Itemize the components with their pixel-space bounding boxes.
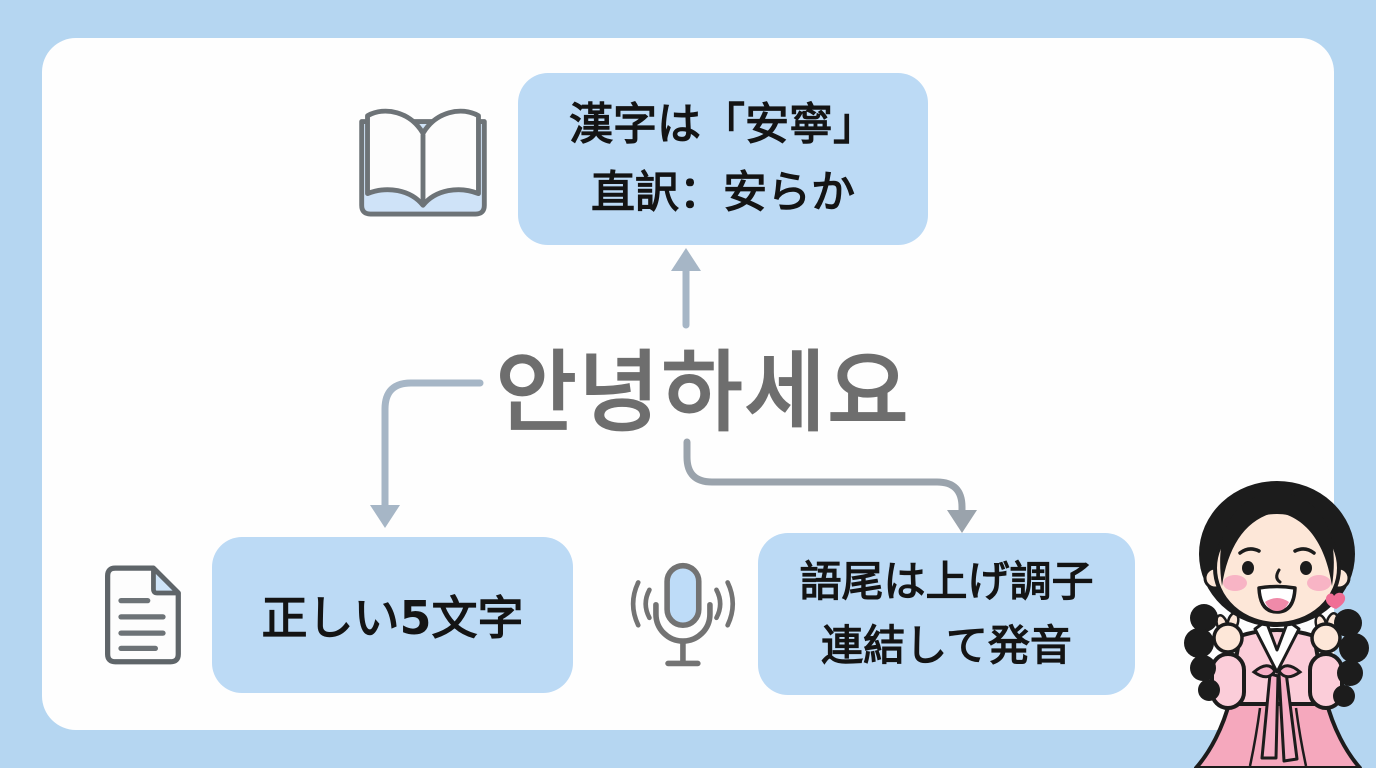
- pronunciation-bubble: 語尾は上げ調子 連結して発音: [758, 533, 1135, 695]
- kanji-line-1: 漢字は「安寧」: [569, 98, 877, 150]
- pronunciation-line-1: 語尾は上げ調子: [799, 557, 1094, 607]
- heart-icon: [1325, 592, 1346, 609]
- spelling-bubble: 正しい5文字: [212, 537, 573, 693]
- kanji-meaning-bubble: 漢字は「安寧」 直訳：安らか: [518, 73, 928, 245]
- document-icon: [105, 565, 181, 665]
- open-book-icon: [359, 108, 487, 217]
- spelling-line-1: 正しい5文字: [261, 591, 524, 645]
- hanbok-girl-illustration: [1184, 481, 1369, 768]
- kanji-line-2: 直訳：安らか: [591, 167, 855, 218]
- pronunciation-line-2: 連結して発音: [821, 621, 1072, 670]
- connector-arrows: [370, 248, 977, 533]
- center-korean-word: 안녕하세요: [495, 341, 911, 444]
- content-card: 漢字は「安寧」 直訳：安らか 안녕하세요 正しい5文字: [42, 38, 1334, 730]
- microphone-icon: [630, 562, 736, 667]
